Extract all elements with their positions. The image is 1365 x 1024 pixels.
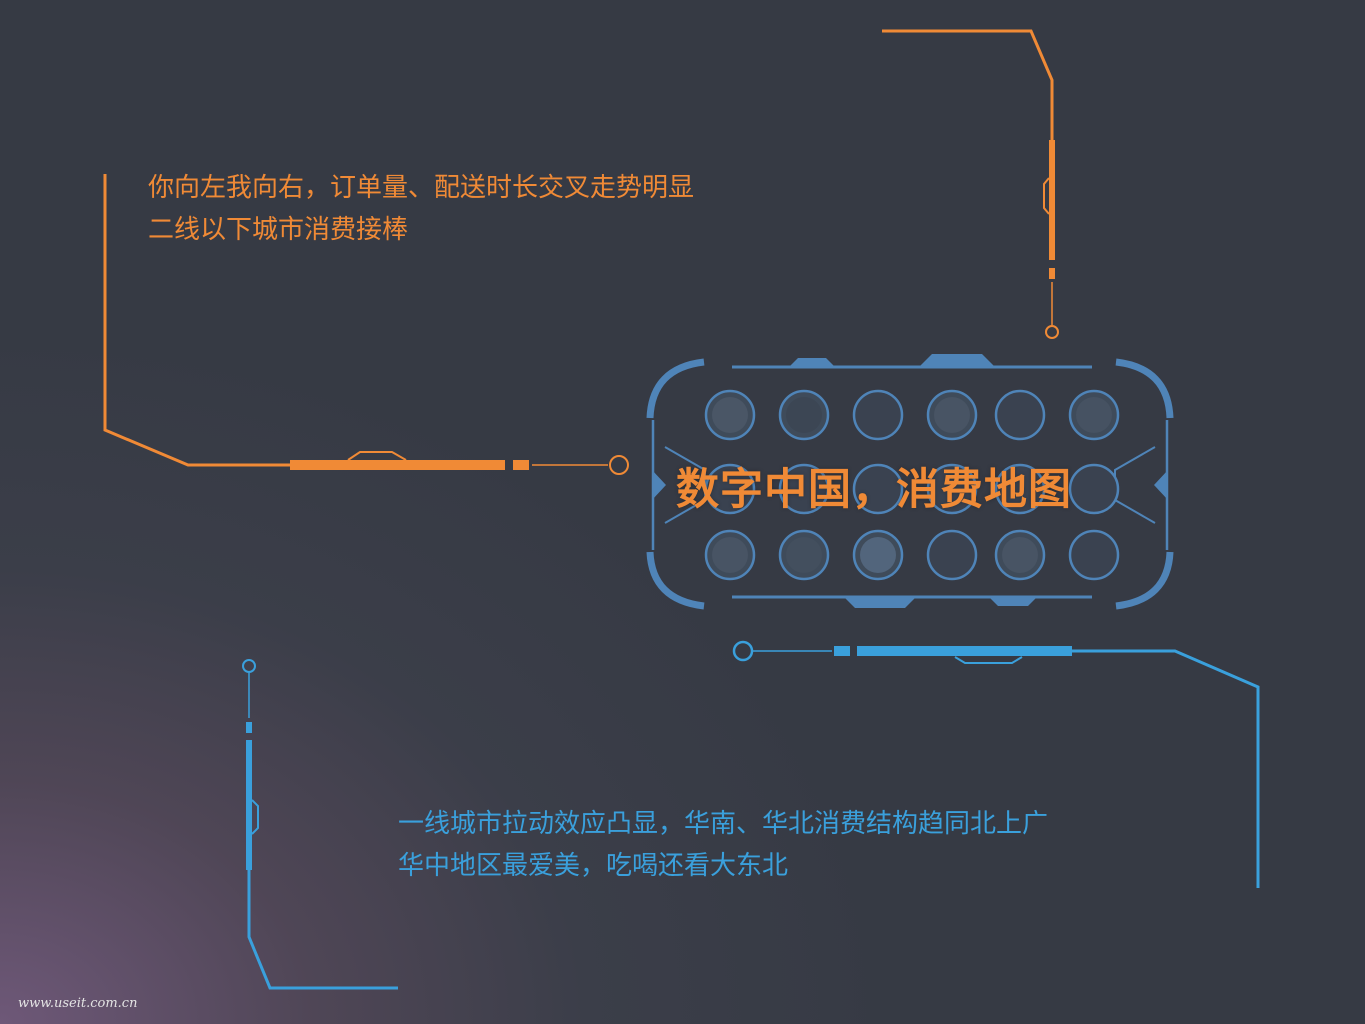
blue-callout-text: 一线城市拉动效应凸显，华南、华北消费结构趋同北上广 华中地区最爱美，吃喝还看大东…: [398, 803, 1048, 887]
blue-right-connector: [732, 640, 1260, 888]
watermark: www.useit.com.cn: [18, 996, 138, 1011]
blue-left-connector: [242, 659, 398, 990]
central-frame: [646, 358, 1174, 610]
orange-callout-line-1: 你向左我向右，订单量、配送时长交叉走势明显: [148, 173, 695, 203]
blue-callout-line-1: 一线城市拉动效应凸显，华南、华北消费结构趋同北上广: [398, 809, 1049, 839]
dot-grid: [704, 389, 1120, 581]
orange-top-connector: [882, 29, 1059, 339]
orange-callout-line-2: 二线以下城市消费接棒: [148, 215, 409, 245]
blue-callout-line-2: 华中地区最爱美，吃喝还看大东北: [398, 851, 789, 881]
page-title: 数字中国，消费地图: [676, 465, 1072, 515]
orange-left-connector: [103, 174, 629, 475]
central-frame-tabs: [652, 354, 1168, 608]
orange-callout-text: 你向左我向右，订单量、配送时长交叉走势明显 二线以下城市消费接棒: [148, 167, 694, 251]
